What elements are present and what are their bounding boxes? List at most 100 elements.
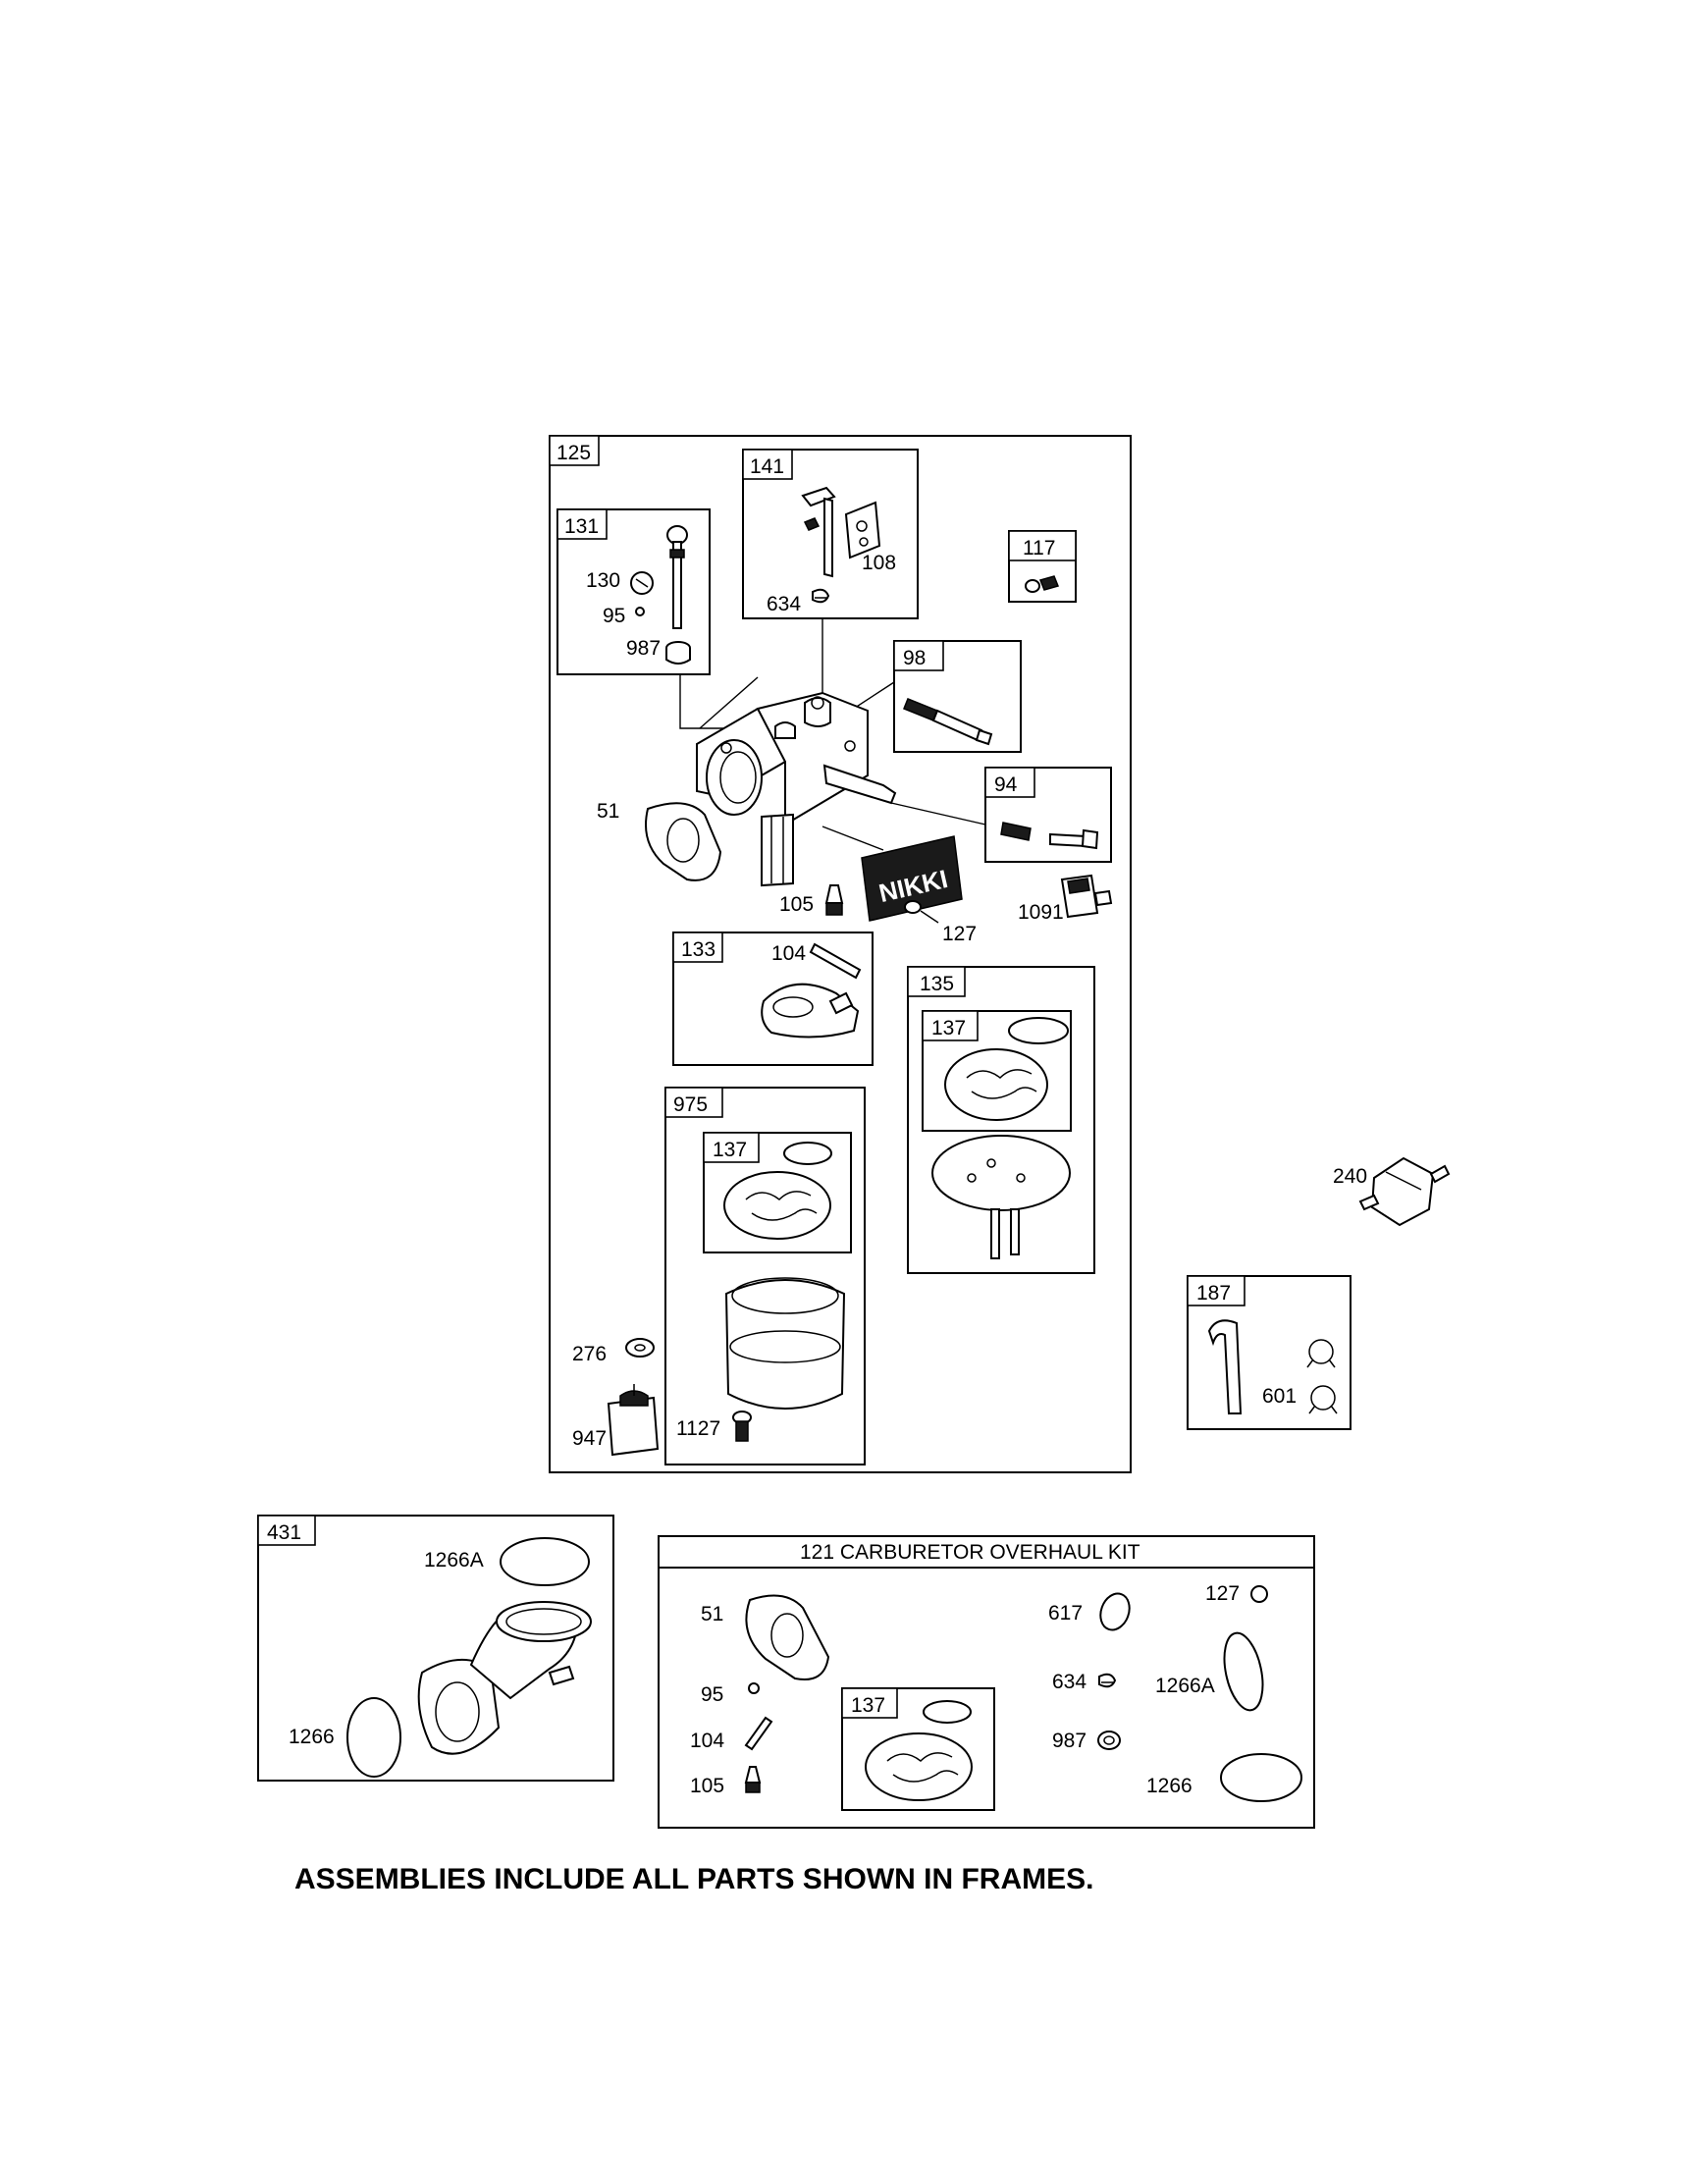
frame-label-135: 135 bbox=[920, 973, 954, 995]
frame-label-137-a: 137 bbox=[931, 1017, 966, 1039]
main-jet-105 bbox=[824, 884, 844, 916]
frame-135 bbox=[907, 966, 1095, 1274]
kit-pin-104 bbox=[744, 1716, 773, 1751]
frame-label-117: 117 bbox=[1023, 537, 1055, 559]
part-label-947: 947 bbox=[572, 1427, 607, 1450]
kit-label-634: 634 bbox=[1052, 1671, 1086, 1693]
frame-label-141: 141 bbox=[750, 455, 784, 478]
o-ring-137-a bbox=[1008, 1017, 1069, 1044]
frame-label-131: 131 bbox=[564, 515, 599, 538]
frame-label-98: 98 bbox=[903, 647, 926, 669]
carburetor-body bbox=[696, 676, 897, 887]
kit-label-127: 127 bbox=[1205, 1582, 1240, 1605]
assemblies-footnote: ASSEMBLIES INCLUDE ALL PARTS SHOWN IN FR… bbox=[294, 1863, 1094, 1895]
frame-label-975: 975 bbox=[673, 1093, 708, 1116]
part-label-634: 634 bbox=[767, 593, 801, 615]
kit-o-ring-1266 bbox=[1220, 1753, 1302, 1802]
kit-title: 121 CARBURETOR OVERHAUL KIT bbox=[800, 1541, 1140, 1564]
frame-label-94: 94 bbox=[994, 773, 1018, 796]
o-ring-1266 bbox=[346, 1697, 401, 1778]
frame-98 bbox=[893, 640, 1022, 753]
part-label-1266A: 1266A bbox=[424, 1549, 484, 1571]
part-label-987: 987 bbox=[626, 637, 661, 660]
hose-clamp-601-b bbox=[1308, 1385, 1338, 1414]
frame-label-137-c: 137 bbox=[851, 1694, 885, 1717]
bowl-screw-1127 bbox=[732, 1411, 752, 1442]
kit-label-1266A: 1266A bbox=[1155, 1675, 1215, 1697]
kit-label-617: 617 bbox=[1048, 1602, 1083, 1625]
frame-label-431: 431 bbox=[267, 1521, 301, 1544]
frame-125 bbox=[549, 435, 1132, 1473]
kit-jet-105 bbox=[744, 1766, 762, 1793]
part-label-127: 127 bbox=[942, 923, 977, 945]
screw-634-icon bbox=[812, 588, 830, 604]
frame-431 bbox=[257, 1515, 614, 1782]
kit-o-ring-617 bbox=[1099, 1592, 1131, 1631]
frame-121-kit bbox=[658, 1535, 1315, 1829]
frame-label-137-b: 137 bbox=[713, 1139, 747, 1161]
float-pin-104 bbox=[809, 942, 862, 980]
frame-131 bbox=[556, 508, 711, 675]
part-label-105: 105 bbox=[779, 893, 814, 916]
kit-o-ring-1266a bbox=[1223, 1631, 1264, 1712]
frame-label-133: 133 bbox=[681, 938, 716, 961]
intake-elbow-431 bbox=[417, 1601, 592, 1755]
choke-shaft bbox=[801, 486, 836, 578]
frame-label-125: 125 bbox=[556, 442, 591, 464]
kit-label-51: 51 bbox=[701, 1603, 723, 1625]
kit-gasket-51 bbox=[745, 1594, 830, 1680]
part-label-601: 601 bbox=[1262, 1385, 1297, 1408]
idle-speed-screw bbox=[903, 698, 993, 746]
frame-187 bbox=[1187, 1275, 1352, 1430]
frame-137-a bbox=[922, 1010, 1072, 1132]
choke-plate-gasket bbox=[844, 501, 881, 559]
throttle-seal bbox=[665, 641, 691, 665]
gasket-137-a bbox=[944, 1048, 1048, 1121]
kit-screw-95-icon bbox=[748, 1682, 760, 1694]
fuel-filter-240 bbox=[1358, 1156, 1451, 1227]
kit-gasket-137 bbox=[865, 1732, 973, 1801]
o-ring-1266a bbox=[500, 1537, 590, 1586]
part-label-1127: 1127 bbox=[676, 1417, 720, 1440]
frame-133 bbox=[672, 932, 874, 1066]
part-label-104: 104 bbox=[771, 942, 806, 965]
nikki-decal: NIKKI bbox=[861, 835, 963, 922]
o-ring-137-b bbox=[783, 1142, 832, 1165]
frame-94 bbox=[984, 767, 1112, 863]
frame-975 bbox=[664, 1087, 866, 1465]
part-label-95: 95 bbox=[603, 605, 625, 627]
kit-seal-987 bbox=[1097, 1731, 1121, 1750]
solenoid-1091 bbox=[1060, 874, 1113, 919]
frame-label-187: 187 bbox=[1196, 1282, 1231, 1305]
kit-o-ring-137 bbox=[923, 1700, 972, 1724]
kit-seal-127 bbox=[1250, 1585, 1268, 1603]
part-label-130: 130 bbox=[586, 569, 620, 592]
kit-label-104: 104 bbox=[690, 1730, 724, 1752]
frame-141 bbox=[742, 449, 919, 619]
kit-label-95: 95 bbox=[701, 1683, 723, 1706]
seal-127 bbox=[904, 900, 939, 924]
hose-clamp-601-a bbox=[1306, 1339, 1336, 1368]
part-label-240: 240 bbox=[1333, 1165, 1367, 1188]
float-bowl-975 bbox=[724, 1277, 846, 1410]
flange-gasket-51 bbox=[645, 802, 722, 881]
part-label-276: 276 bbox=[572, 1343, 607, 1365]
idle-mixture-screw bbox=[1000, 822, 1099, 850]
washer-276 bbox=[625, 1338, 655, 1358]
frame-137-c bbox=[841, 1687, 995, 1811]
solenoid-947 bbox=[607, 1384, 660, 1457]
screw-95-icon bbox=[635, 607, 645, 616]
kit-label-987: 987 bbox=[1052, 1730, 1086, 1752]
kit-label-105: 105 bbox=[690, 1775, 724, 1797]
kit-screw-634-icon bbox=[1098, 1673, 1117, 1688]
part-label-1266: 1266 bbox=[289, 1726, 335, 1748]
bowl-cover-135 bbox=[931, 1135, 1071, 1259]
gasket-137-b bbox=[723, 1171, 831, 1240]
part-label-51: 51 bbox=[597, 800, 619, 823]
part-label-108: 108 bbox=[862, 552, 896, 574]
frame-137-b bbox=[703, 1132, 852, 1253]
throttle-shaft bbox=[666, 525, 688, 629]
kit-label-1266: 1266 bbox=[1146, 1775, 1192, 1797]
part-label-1091: 1091 bbox=[1018, 901, 1064, 924]
